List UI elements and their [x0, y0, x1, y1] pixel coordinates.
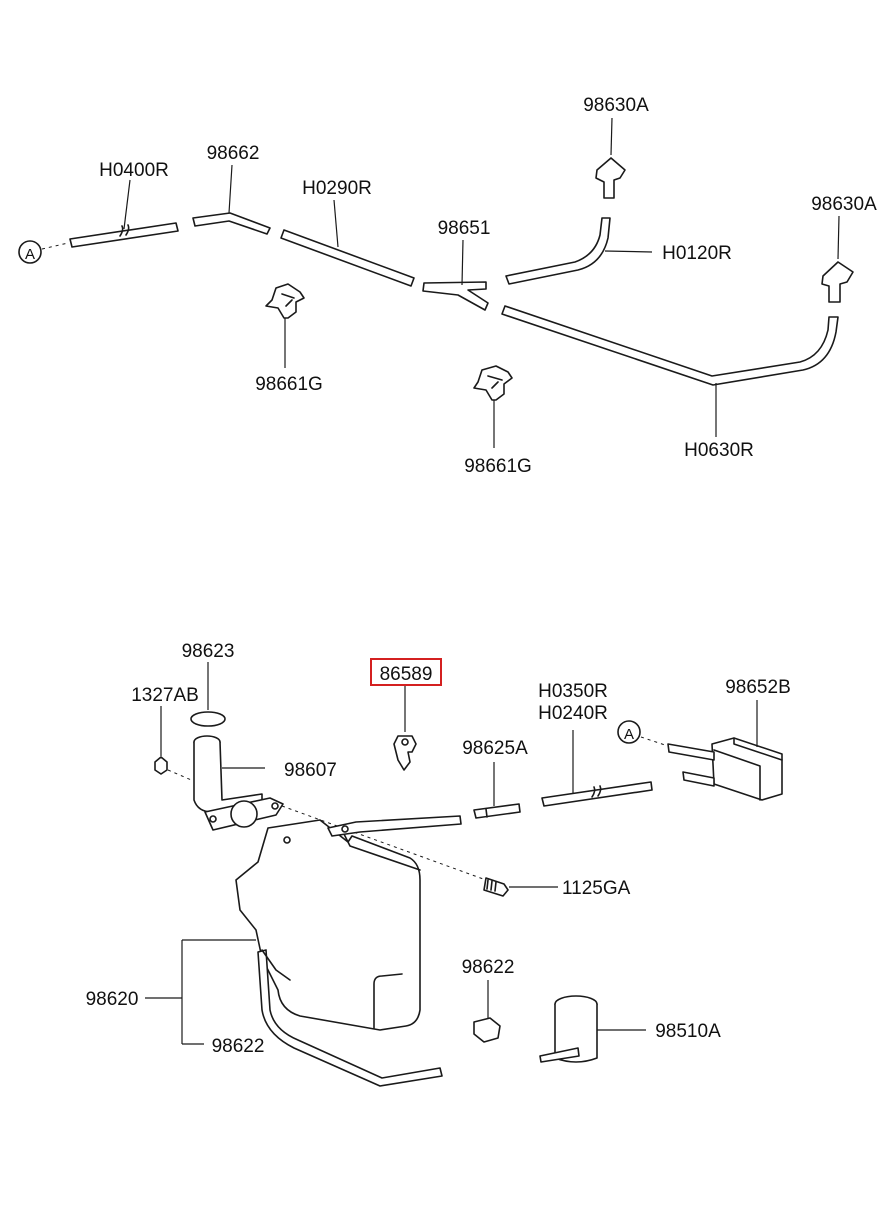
filler-neck-98607[interactable] — [193, 735, 284, 831]
label-98510a: 98510A — [655, 1021, 721, 1042]
screw-1125ga[interactable] — [281, 805, 558, 897]
label-98652b: 98652B — [725, 677, 791, 698]
label-98662: 98662 — [207, 143, 260, 164]
connector-marker-a-upper: A — [18, 240, 69, 264]
hose-h0400r[interactable] — [69, 179, 179, 248]
hose-h0350r-h0240r[interactable] — [541, 730, 653, 807]
connector-marker-text: A — [624, 726, 634, 743]
label-98651: 98651 — [438, 218, 491, 239]
pump-98510a[interactable] — [539, 995, 646, 1063]
label-h0120r: H0120R — [662, 243, 732, 264]
pump-98652b[interactable] — [667, 700, 783, 801]
nozzle-98630a-2[interactable] — [821, 215, 854, 303]
reservoir-98620[interactable] — [145, 815, 462, 1087]
label-1327ab: 1327AB — [131, 685, 199, 706]
tee-98651[interactable] — [422, 239, 489, 311]
bolt-1327ab[interactable] — [154, 706, 211, 789]
label-h0350r: H0350R — [538, 681, 608, 702]
elbow-98662[interactable] — [192, 164, 271, 235]
label-98607: 98607 — [284, 760, 337, 781]
label-98623: 98623 — [182, 641, 235, 662]
highlight-box-86589 — [370, 658, 442, 686]
nozzle-98630a-1[interactable] — [595, 117, 626, 199]
label-h0290r: H0290R — [302, 178, 372, 199]
label-h0240r: H0240R — [538, 703, 608, 724]
seal-98623[interactable] — [190, 662, 226, 727]
label-98625a: 98625A — [462, 738, 528, 759]
label-98622-tank: 98622 — [212, 1036, 265, 1057]
clip-98661g-2[interactable] — [473, 365, 513, 448]
label-98622-cap: 98622 — [462, 957, 515, 978]
hose-h0630r[interactable] — [501, 305, 839, 437]
lower-reservoir-assembly: A — [86, 641, 791, 1087]
label-98661g-1: 98661G — [255, 374, 323, 395]
upper-hose-assembly: A — [18, 95, 877, 477]
hose-h0290r[interactable] — [280, 199, 415, 287]
label-1125ga: 1125GA — [562, 878, 631, 899]
label-h0400r: H0400R — [99, 160, 169, 181]
clip-98661g-1[interactable] — [265, 283, 305, 368]
valve-98625a[interactable] — [473, 762, 521, 819]
clip-86589[interactable] — [393, 684, 417, 771]
connector-marker-a-lower: A — [617, 720, 669, 747]
label-98630a-2: 98630A — [811, 194, 877, 215]
label-98661g-2: 98661G — [464, 456, 532, 477]
label-86589[interactable]: 86589 — [380, 664, 433, 685]
connector-marker-text: A — [25, 246, 35, 263]
label-98630a-1: 98630A — [583, 95, 649, 116]
label-h0630r: H0630R — [684, 440, 754, 461]
cap-98622[interactable] — [473, 980, 501, 1043]
label-98620: 98620 — [86, 989, 139, 1010]
hose-h0120r[interactable] — [505, 217, 653, 285]
